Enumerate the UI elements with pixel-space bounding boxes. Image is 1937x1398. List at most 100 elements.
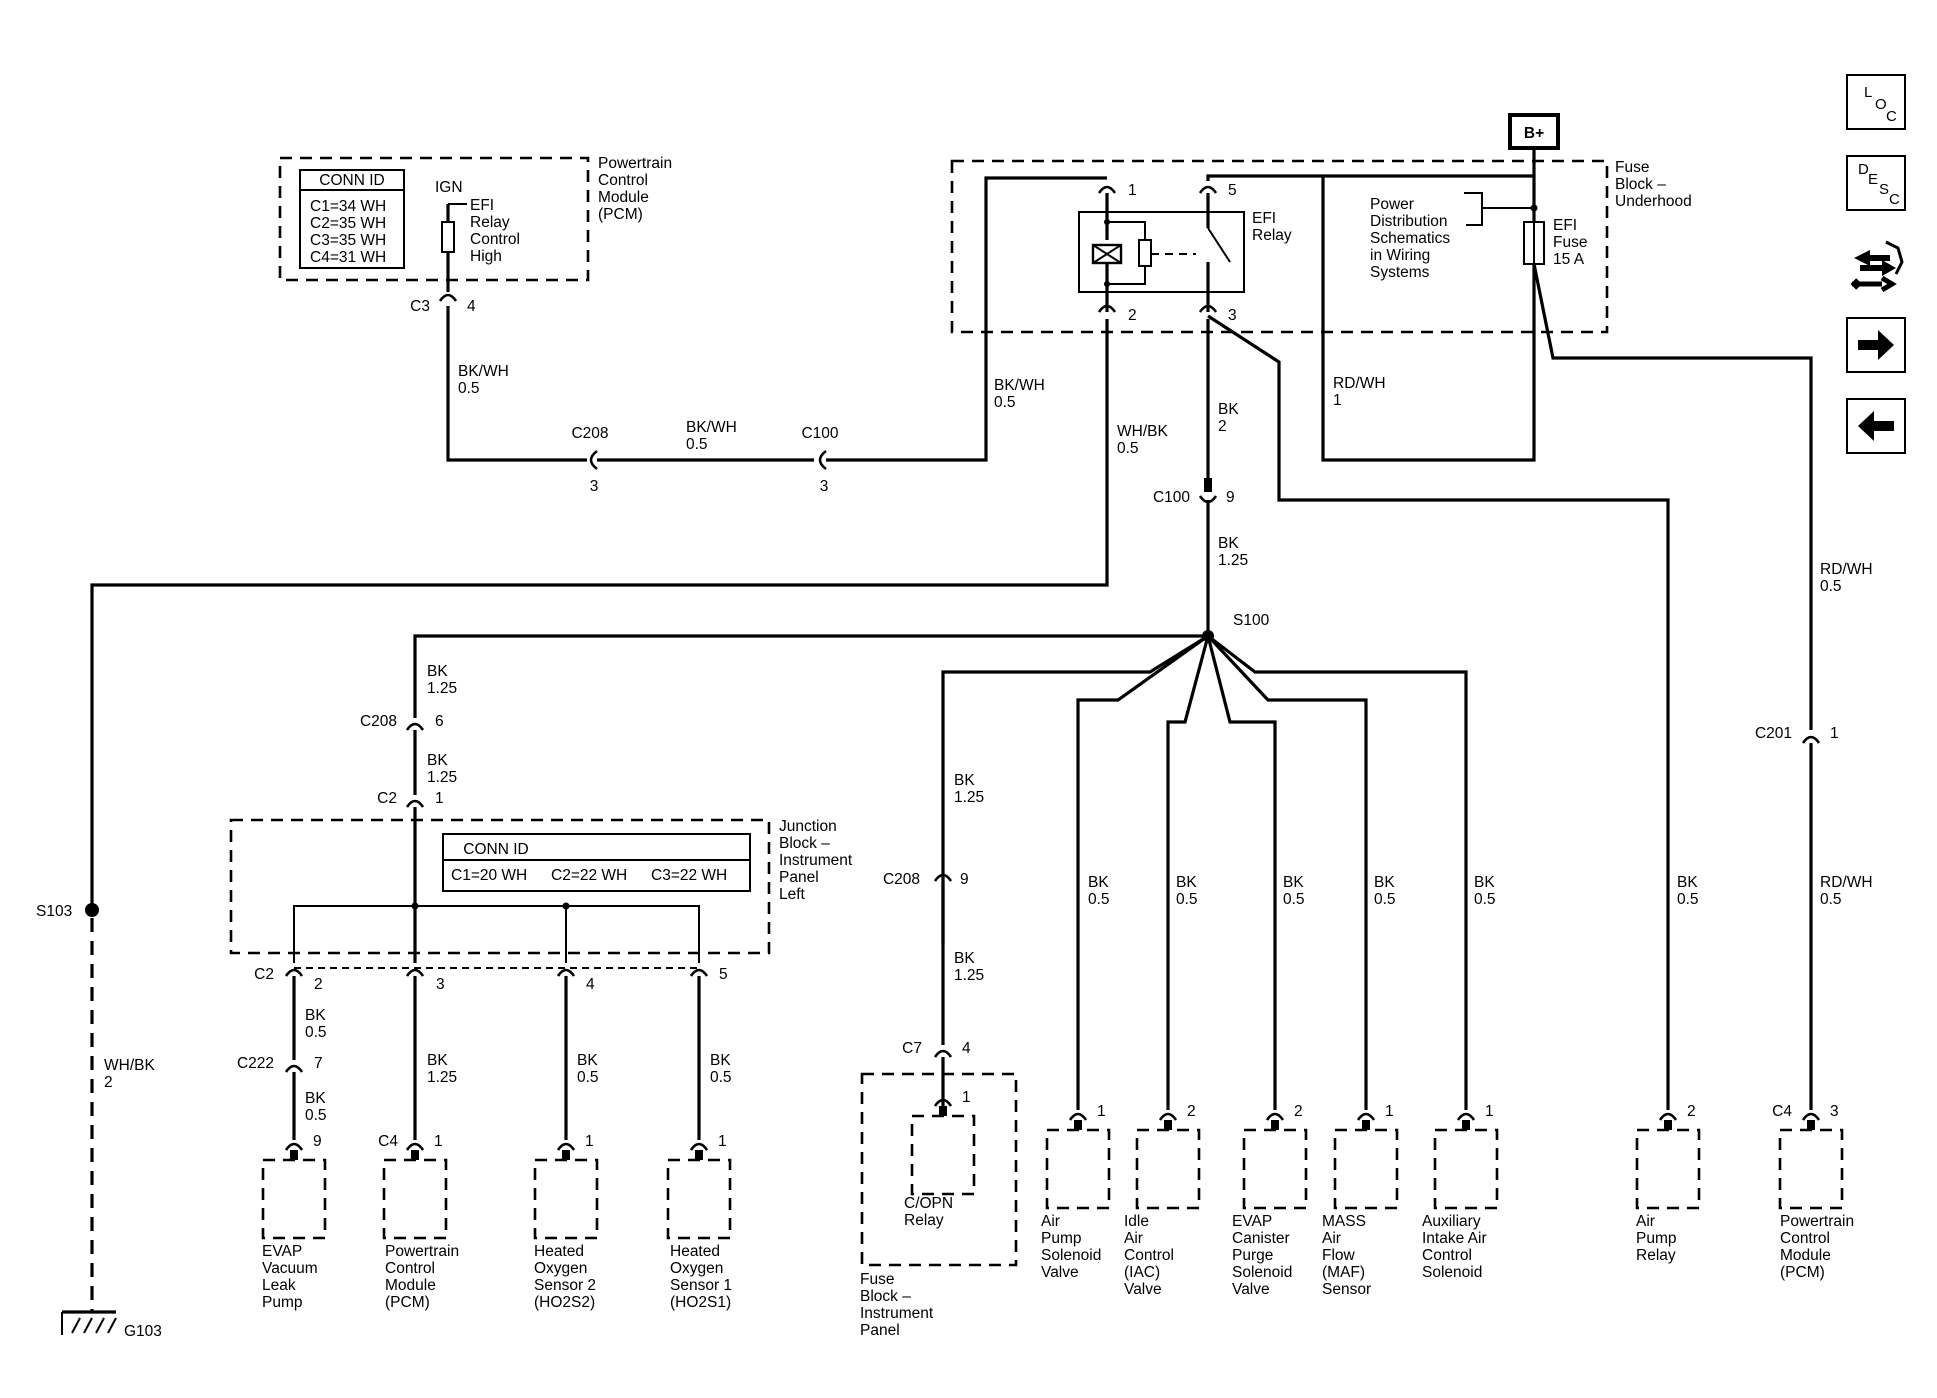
fuse-label-3: 15 A	[1553, 251, 1585, 268]
wire-bk-airpump-sol-color: BK	[1088, 874, 1109, 891]
wire-bk-ho2s1-color: BK	[710, 1052, 731, 1069]
component-label-line: Control	[1124, 1247, 1174, 1264]
wire-bk-c208-9b-size: 1.25	[954, 967, 984, 984]
wire-whbk-ground-size: 2	[104, 1074, 113, 1091]
wire-bk-jb1	[413, 634, 1208, 718]
c208-9-name: C208	[883, 871, 920, 888]
wire-relay-bkwh-color: BK/WH	[994, 377, 1045, 394]
component-box	[1778, 1128, 1844, 1210]
component-label-line: Canister	[1232, 1230, 1290, 1247]
component-pin-stub	[290, 1150, 298, 1160]
wire-bk-c100-color: BK	[1218, 535, 1239, 552]
relay-pin1: 1	[1128, 182, 1137, 199]
relay-label-1: EFI	[1252, 210, 1276, 227]
wire-pcm-bkwh-color: BK/WH	[458, 363, 509, 380]
pcm-conn-id-3: C3=35 WH	[310, 232, 386, 249]
component-connector	[405, 1142, 425, 1151]
component-box	[1045, 1128, 1111, 1210]
c7-name: C7	[902, 1040, 922, 1057]
component-label-line: (MAF)	[1322, 1264, 1365, 1281]
conn-c208-6	[405, 722, 425, 731]
component-label-line: Relay	[1636, 1247, 1676, 1264]
pcm-conn-id-header: CONN ID	[319, 172, 384, 189]
jb-title-2: Block –	[779, 835, 830, 852]
component-label-line: Solenoid	[1041, 1247, 1101, 1264]
pcm-resistor	[441, 221, 455, 253]
c208-top-name: C208	[571, 425, 608, 442]
wire-bk-pcm-color: BK	[427, 1052, 448, 1069]
wire-bk-c208-9a-size: 1.25	[954, 789, 984, 806]
component-label-line: Heated	[670, 1243, 720, 1260]
component-label-line: Relay	[904, 1212, 944, 1229]
pcm-top-title-2: Control	[598, 172, 648, 189]
relay-pin5: 5	[1228, 182, 1237, 199]
c2-row-pin-2: 2	[314, 976, 323, 993]
previous-page-button[interactable]	[1846, 398, 1906, 454]
component-label-line: Oxygen	[670, 1260, 723, 1277]
conn-c2-pin5	[689, 968, 709, 977]
component-pin-stub	[1362, 1120, 1370, 1130]
component-label-line: Idle	[1124, 1213, 1149, 1230]
fuse-ip-title-2: Block –	[860, 1288, 911, 1305]
component-box	[1433, 1128, 1499, 1210]
wire-bk-jb2-color: BK	[427, 752, 448, 769]
component-pin: 2	[1294, 1103, 1303, 1120]
loc-icon: L O C	[1864, 84, 1897, 125]
component-label-line: C/OPN	[904, 1195, 953, 1212]
component-connector	[1456, 1112, 1476, 1121]
conn-c201	[1801, 735, 1821, 744]
wire-bk-pcm-size: 1.25	[427, 1069, 457, 1086]
wire-bk-airpump-sol-size: 0.5	[1088, 891, 1110, 908]
next-page-button[interactable]	[1846, 317, 1906, 373]
component-connector	[689, 1142, 709, 1151]
fuse-block-ip: Fuse Block – Instrument Panel	[860, 1057, 1018, 1339]
desc-button[interactable]: D E S C	[1846, 155, 1906, 211]
pcm-top-title-1: Powertrain	[598, 155, 672, 172]
pcm-conn-id-4: C4=31 WH	[310, 249, 386, 266]
wire-rdwh-right2-size: 0.5	[1820, 891, 1842, 908]
c2-row-pin-5: 5	[719, 966, 728, 983]
component-label-line: Control	[385, 1260, 435, 1277]
component-label-line: (PCM)	[1780, 1264, 1825, 1281]
wire-bk-jb1-color: BK	[427, 663, 448, 680]
component-pin: 1	[718, 1133, 727, 1150]
component-label-line: Pump	[1041, 1230, 1082, 1247]
wire-bk-iac-size: 0.5	[1176, 891, 1198, 908]
diagnostics-button[interactable]	[1846, 236, 1906, 298]
s103-label: S103	[36, 903, 72, 920]
component-connector	[1356, 1112, 1376, 1121]
junction-block-outline	[229, 818, 771, 955]
component-label-line: EVAP	[1232, 1213, 1272, 1230]
wire-bk-ho2s2-size: 0.5	[577, 1069, 599, 1086]
c2-row-pin-3: 3	[436, 976, 445, 993]
component-label-line: Air	[1322, 1230, 1341, 1247]
battery-label: B+	[1524, 125, 1544, 142]
wire-bk-canister-size: 0.5	[1283, 891, 1305, 908]
component-pin-stub	[1462, 1120, 1470, 1130]
pcm-ign-label: IGN	[435, 179, 463, 196]
component-label-line: Air	[1636, 1213, 1655, 1230]
component-label-line: Module	[385, 1277, 436, 1294]
c2-1-pin: 1	[435, 790, 444, 807]
wire-bk-ho2s1-size: 0.5	[710, 1069, 732, 1086]
conn-c100-top	[818, 449, 827, 471]
jb-title-5: Left	[779, 886, 806, 903]
wire-relay-bkwh-size: 0.5	[994, 394, 1016, 411]
component-label-line: Solenoid	[1232, 1264, 1292, 1281]
pcm-efi-3: Control	[470, 231, 520, 248]
wire-bk-relay-size: 2	[1218, 418, 1227, 435]
pcm-top-outline	[278, 156, 590, 282]
wire-bk-aux-size: 0.5	[1474, 891, 1496, 908]
loc-button[interactable]: L O C	[1846, 74, 1906, 130]
c222-name: C222	[237, 1055, 274, 1072]
ground-icon	[61, 1310, 117, 1335]
wire-bk-airpump-relay-size: 0.5	[1677, 891, 1699, 908]
wire-bk-c208-9b-color: BK	[954, 950, 975, 967]
conn-c2-1	[405, 799, 425, 808]
component-label-line: Purge	[1232, 1247, 1273, 1264]
ground-label: G103	[124, 1323, 162, 1340]
component-label-line: (PCM)	[385, 1294, 430, 1311]
fuse-ip-title-1: Fuse	[860, 1271, 894, 1288]
